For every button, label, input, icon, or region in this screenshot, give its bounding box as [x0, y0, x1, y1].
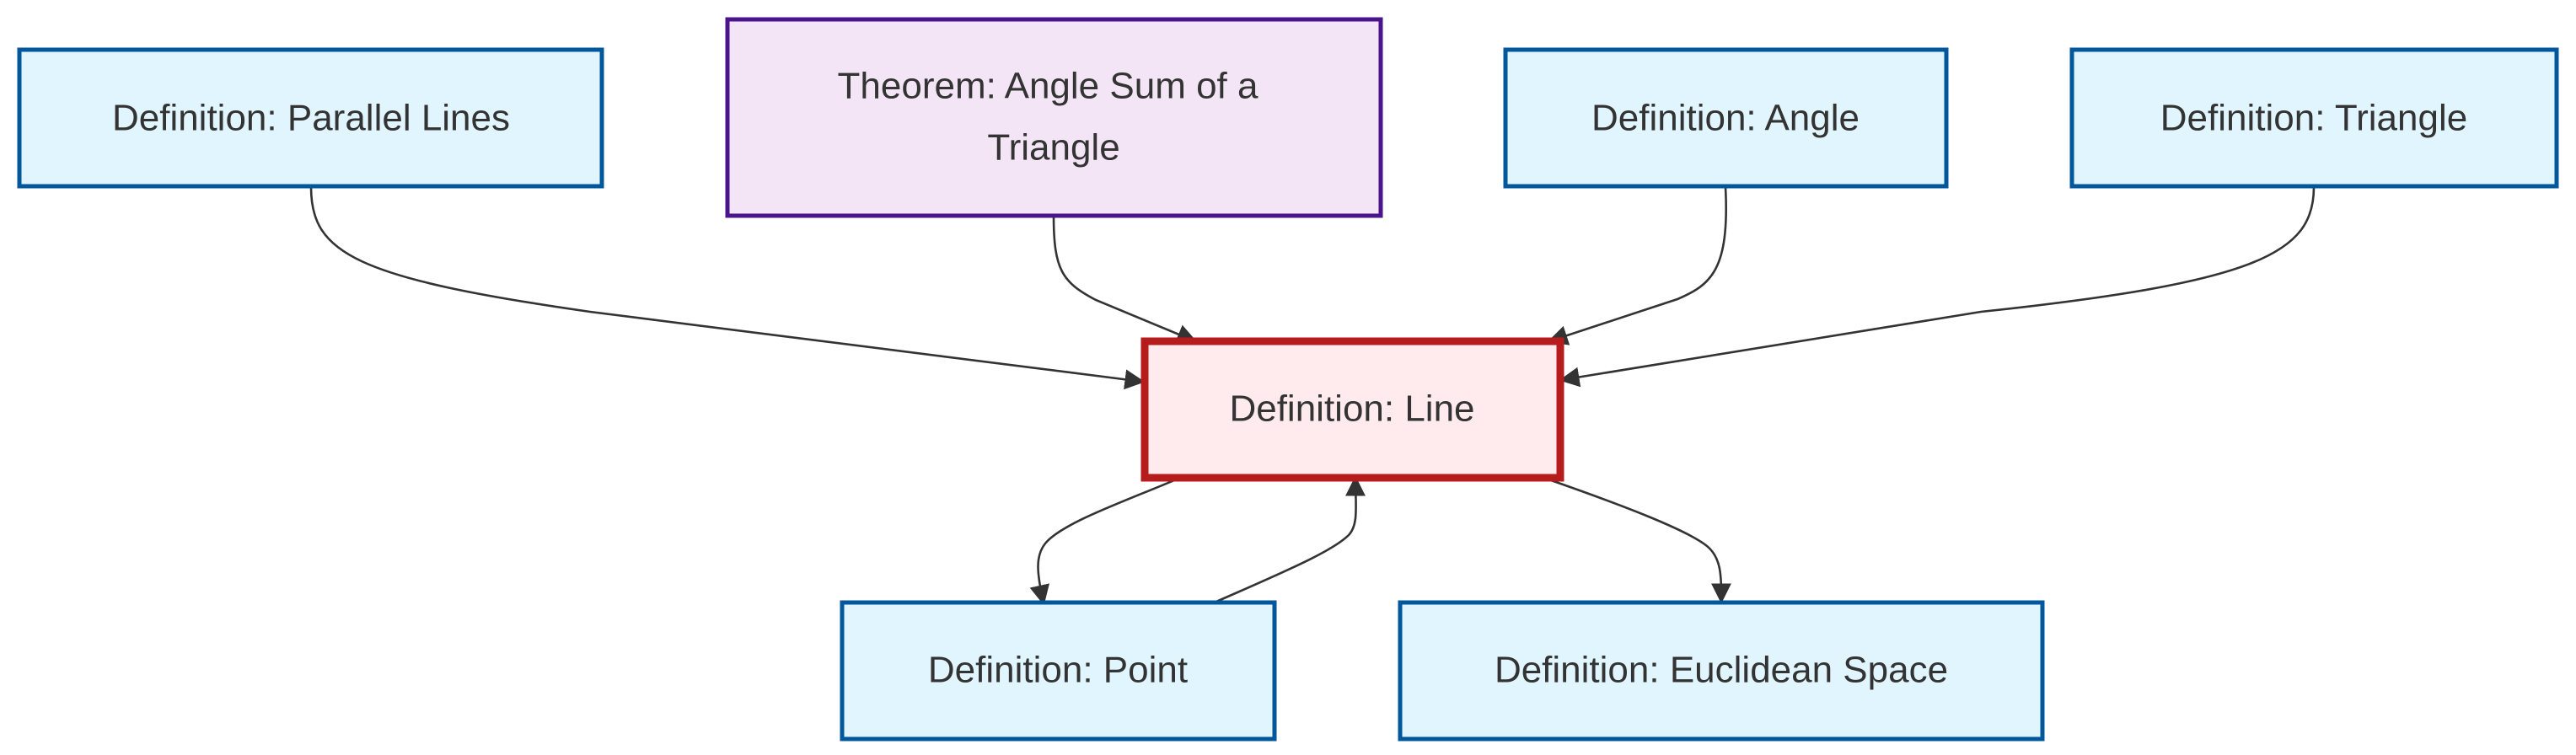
edge-theorem-to-line	[1052, 215, 1198, 344]
node-definition-angle[interactable]: Definition: Angle	[1503, 47, 1949, 189]
node-label: Definition: Triangle	[2160, 98, 2467, 139]
edge-triangle-to-line	[1559, 186, 2316, 388]
edge-parallel-to-line	[309, 186, 1146, 390]
node-label: Definition: Angle	[1591, 98, 1860, 139]
node-definition-euclidean-space[interactable]: Definition: Euclidean Space	[1398, 600, 2045, 742]
edge-line-to-euclidean	[1550, 479, 1731, 604]
edges	[309, 186, 2316, 606]
node-label-line-2: Triangle	[987, 127, 1119, 169]
edge-line-to-point	[1029, 476, 1181, 606]
node-definition-triangle[interactable]: Definition: Triangle	[2069, 47, 2559, 189]
edge-angle-to-line	[1547, 186, 1727, 345]
edge-point-to-line	[1216, 475, 1366, 603]
node-definition-line[interactable]: Definition: Line	[1140, 337, 1564, 482]
node-theorem-angle-sum[interactable]: Theorem: Angle Sum of a Triangle	[725, 17, 1383, 218]
node-label: Definition: Parallel Lines	[112, 98, 510, 139]
node-definition-parallel-lines[interactable]: Definition: Parallel Lines	[17, 47, 604, 189]
node-label: Definition: Euclidean Space	[1495, 650, 1948, 691]
node-definition-point[interactable]: Definition: Point	[840, 600, 1277, 742]
node-label-line-1: Theorem: Angle Sum of a	[838, 66, 1258, 107]
node-label: Definition: Point	[928, 650, 1188, 691]
node-label: Definition: Line	[1229, 388, 1474, 430]
